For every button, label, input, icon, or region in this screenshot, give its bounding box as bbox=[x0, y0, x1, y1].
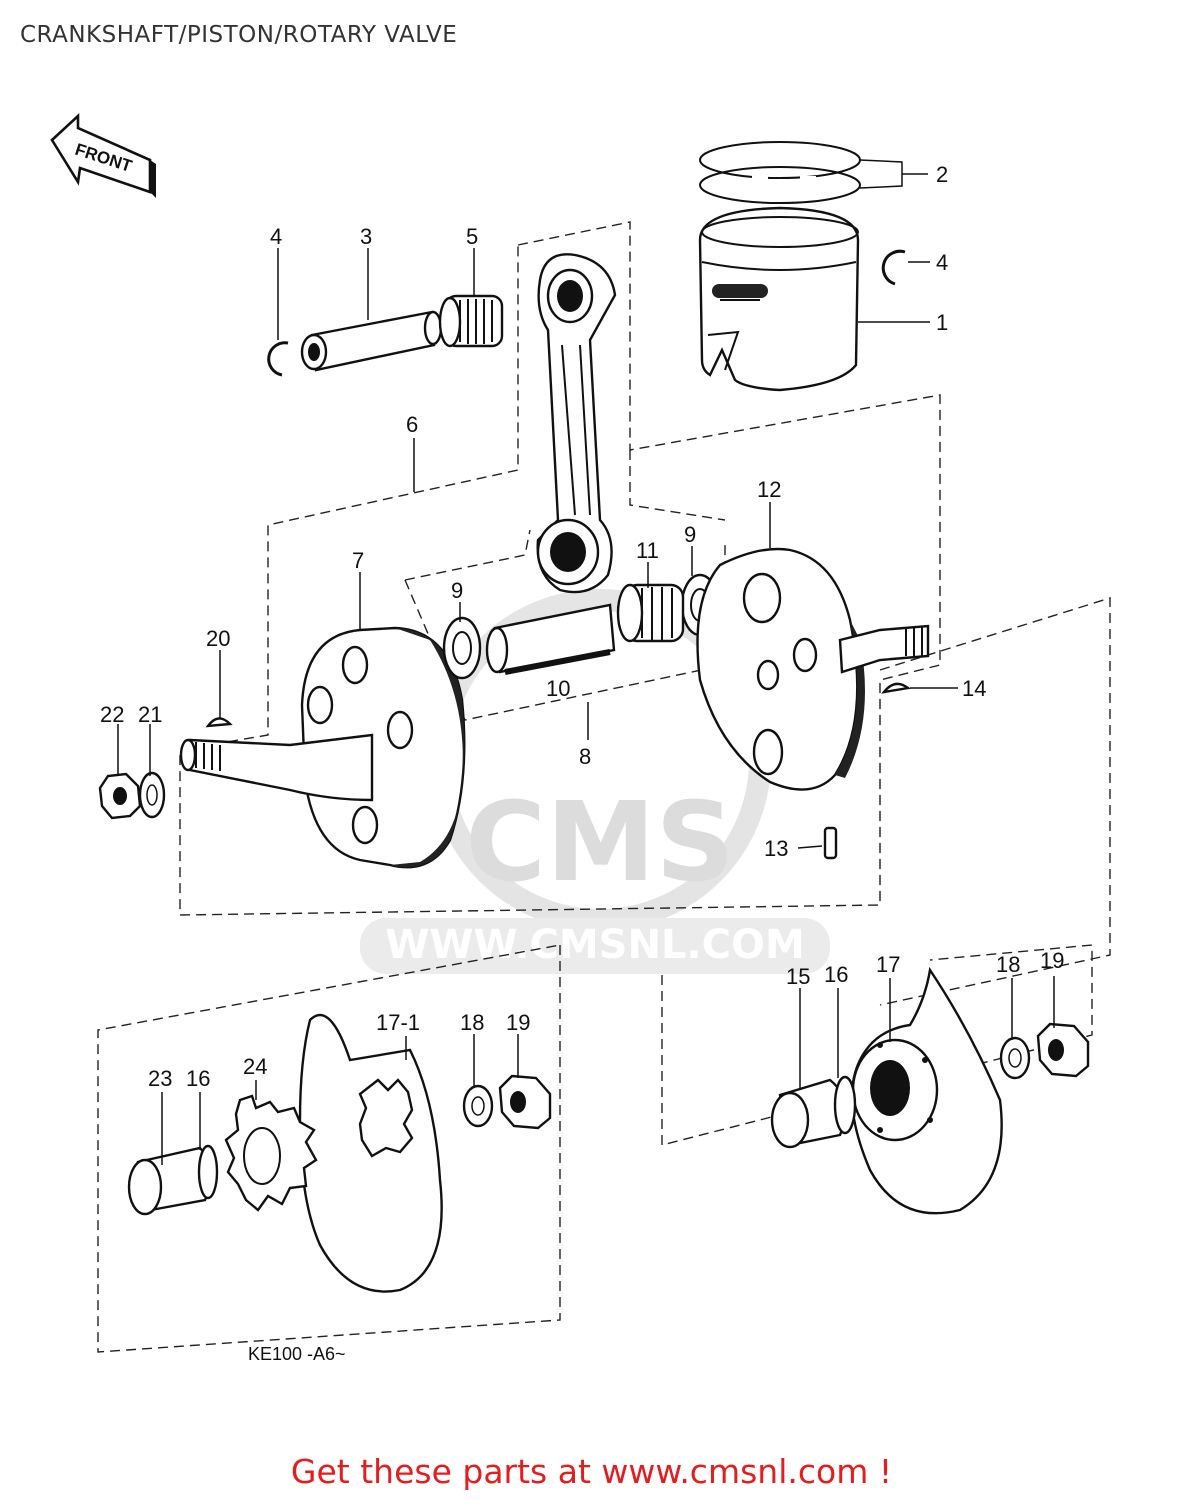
piston-pin bbox=[300, 310, 443, 372]
callout-5: 5 bbox=[466, 224, 478, 249]
callout-11: 11 bbox=[636, 538, 659, 563]
assembly-outlines bbox=[97, 221, 1111, 1353]
nut-right bbox=[1036, 1022, 1090, 1078]
sprocket-gear bbox=[224, 1094, 318, 1212]
model-note: KE100 -A6~ bbox=[248, 1344, 346, 1364]
small-end-bearing bbox=[438, 294, 504, 348]
thrust-washer-left bbox=[442, 616, 482, 680]
callout-6: 6 bbox=[406, 412, 418, 437]
callout-21: 21 bbox=[138, 702, 162, 727]
collar-right bbox=[770, 1075, 857, 1149]
lock-washer-variant bbox=[462, 1084, 494, 1128]
callouts: 2 4 1 4 3 5 6 12 11 9 7 9 20 14 22 21 10… bbox=[100, 162, 1064, 1091]
crankshaft-right-end bbox=[838, 624, 930, 674]
callout-9-left: 9 bbox=[451, 578, 463, 603]
lock-washer-right bbox=[999, 1036, 1031, 1080]
crank-pin bbox=[485, 603, 616, 675]
front-arrow-icon: FRONT bbox=[50, 113, 156, 198]
piston bbox=[698, 206, 860, 392]
callout-7: 7 bbox=[352, 548, 364, 573]
callout-18-left: 18 bbox=[460, 1010, 484, 1035]
callout-18-right: 18 bbox=[996, 952, 1020, 977]
callout-20: 20 bbox=[206, 626, 230, 651]
leader-lines bbox=[117, 159, 1055, 1165]
callout-17-1: 17-1 bbox=[376, 1010, 420, 1035]
crank-nut-left bbox=[98, 772, 142, 820]
woodruff-key-left bbox=[205, 717, 233, 728]
callout-4-right: 4 bbox=[936, 250, 948, 275]
callout-10: 10 bbox=[546, 676, 570, 701]
crankshaft-left-end bbox=[179, 733, 374, 802]
callout-16-right: 16 bbox=[824, 962, 848, 987]
lock-washer-left bbox=[138, 771, 166, 819]
callout-23: 23 bbox=[148, 1066, 172, 1091]
callout-15: 15 bbox=[786, 964, 810, 989]
callout-1: 1 bbox=[936, 310, 948, 335]
crank-pin-dowel bbox=[823, 826, 838, 860]
connecting-rod bbox=[536, 253, 617, 594]
callout-8: 8 bbox=[579, 744, 591, 769]
callout-17: 17 bbox=[876, 952, 900, 977]
rotary-valve-disc bbox=[850, 966, 1003, 1215]
nut-variant bbox=[498, 1074, 552, 1130]
get-parts-link[interactable]: Get these parts at www.cmsnl.com ! bbox=[290, 1452, 893, 1491]
circlip-right bbox=[881, 249, 906, 286]
callout-24: 24 bbox=[243, 1054, 267, 1079]
big-end-bearing bbox=[616, 583, 685, 643]
crank-web-right bbox=[696, 547, 865, 791]
piston-rings bbox=[699, 141, 861, 204]
callout-16-left: 16 bbox=[186, 1066, 210, 1091]
callout-14: 14 bbox=[962, 676, 986, 701]
callout-22: 22 bbox=[100, 702, 124, 727]
callout-2: 2 bbox=[936, 162, 948, 187]
woodruff-key-right bbox=[881, 682, 911, 694]
page-title: CRANKSHAFT/PISTON/ROTARY VALVE bbox=[20, 22, 458, 48]
watermark-logo: CMS bbox=[465, 778, 734, 906]
crank-web-left bbox=[300, 626, 466, 869]
watermark-url: WWW.CMSNL.COM bbox=[385, 922, 805, 968]
callout-19-left: 19 bbox=[506, 1010, 530, 1035]
callout-12: 12 bbox=[757, 477, 781, 502]
rotary-valve-disc-variant bbox=[298, 1013, 443, 1293]
circlip-left bbox=[267, 341, 289, 377]
callout-13: 13 bbox=[764, 836, 788, 861]
callout-4-left: 4 bbox=[270, 224, 282, 249]
callout-3: 3 bbox=[360, 224, 372, 249]
callout-19-right: 19 bbox=[1040, 948, 1064, 973]
callout-9-right: 9 bbox=[684, 522, 696, 547]
collar-left bbox=[127, 1144, 219, 1216]
